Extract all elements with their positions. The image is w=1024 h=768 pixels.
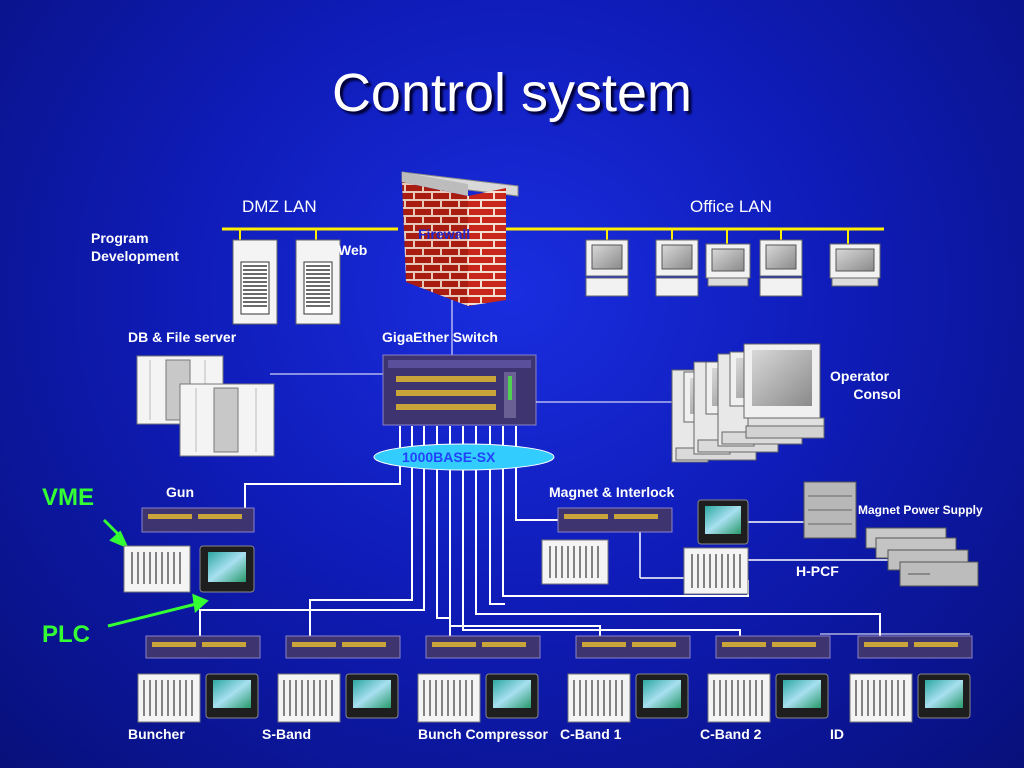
buncher-network-switch-icon bbox=[145, 635, 261, 659]
gun-network-switch-icon bbox=[141, 507, 255, 533]
gun-vme-crate-icon bbox=[123, 545, 191, 593]
c-band-1-network-switch-icon bbox=[575, 635, 691, 659]
fiber-label: 1000BASE-SX bbox=[402, 449, 496, 465]
gigaether-switch-icon bbox=[382, 354, 537, 426]
office-lan-label: Office LAN bbox=[690, 197, 772, 216]
s-band-vme-crate-icon bbox=[277, 673, 341, 723]
plc-arrow bbox=[107, 593, 209, 628]
bunch-compressor-vme-crate-icon bbox=[417, 673, 481, 723]
station-label-id: ID bbox=[830, 726, 844, 742]
bunch-compressor-network-switch-icon bbox=[425, 635, 541, 659]
station-label-buncher: Buncher bbox=[128, 726, 185, 742]
office-workstation-icon bbox=[705, 243, 751, 287]
dmz-lan-label: DMZ LAN bbox=[242, 197, 317, 216]
station-label-bunch-compressor: Bunch Compressor bbox=[418, 726, 548, 742]
s-band-network-switch-icon bbox=[285, 635, 401, 659]
vme-label: VME bbox=[42, 484, 95, 511]
magnet-network-switch-icon bbox=[557, 507, 673, 533]
magnet-power-supply-label: Magnet Power Supply bbox=[858, 503, 983, 517]
hpcf-label: H-PCF bbox=[796, 563, 839, 579]
station-label-s-band: S-Band bbox=[262, 726, 311, 742]
c-band-2-plc-panel-icon bbox=[775, 673, 829, 719]
c-band-2-vme-crate-icon bbox=[707, 673, 771, 723]
id-plc-panel-icon bbox=[917, 673, 971, 719]
gun-label: Gun bbox=[166, 484, 194, 500]
plc-label: PLC bbox=[42, 621, 90, 648]
web-server-icon bbox=[295, 239, 341, 325]
c-band-1-plc-panel-icon bbox=[635, 673, 689, 719]
s-band-plc-panel-icon bbox=[345, 673, 399, 719]
bunch-compressor-plc-panel-icon bbox=[485, 673, 539, 719]
station-label-c-band-2: C-Band 2 bbox=[700, 726, 762, 742]
hpcf-vme-crate-icon bbox=[683, 547, 749, 595]
c-band-1-vme-crate-icon bbox=[567, 673, 631, 723]
buncher-vme-crate-icon bbox=[137, 673, 201, 723]
firewall-icon bbox=[401, 171, 519, 306]
c-band-2-network-switch-icon bbox=[715, 635, 831, 659]
operator-console-label: Operator Consol bbox=[830, 368, 901, 402]
operator-console-icon bbox=[671, 343, 825, 463]
office-workstation-icon bbox=[759, 239, 803, 297]
firewall-label: Firewall bbox=[418, 226, 471, 242]
gigaether-switch-label: GigaEther Switch bbox=[382, 329, 498, 345]
station-label-c-band-1: C-Band 1 bbox=[560, 726, 622, 742]
magnet-vme-crate-icon bbox=[541, 539, 609, 585]
dmz-lan-line bbox=[222, 227, 398, 240]
office-workstation-icon bbox=[829, 243, 881, 287]
magnet-plc-panel-icon bbox=[697, 499, 749, 545]
web-server-icon bbox=[232, 239, 278, 325]
id-vme-crate-icon bbox=[849, 673, 913, 723]
office-workstation-icon bbox=[655, 239, 699, 297]
db-file-server-icon bbox=[136, 355, 275, 457]
id-network-switch-icon bbox=[857, 635, 973, 659]
magnet-interlock-label: Magnet & Interlock bbox=[549, 484, 675, 500]
fiber-ellipse bbox=[373, 443, 555, 471]
gun-plc-panel-icon bbox=[199, 545, 255, 593]
web-label: Web bbox=[338, 242, 368, 258]
db-file-server-label: DB & File server bbox=[128, 329, 237, 345]
buncher-plc-panel-icon bbox=[205, 673, 259, 719]
office-workstation-icon bbox=[585, 239, 629, 297]
program-development-label: Program Development bbox=[91, 230, 179, 264]
vme-arrow bbox=[102, 518, 129, 549]
page-title: Control system bbox=[331, 63, 693, 123]
magnet-power-supply-icon bbox=[803, 481, 979, 587]
office-lan-line bbox=[498, 227, 884, 244]
